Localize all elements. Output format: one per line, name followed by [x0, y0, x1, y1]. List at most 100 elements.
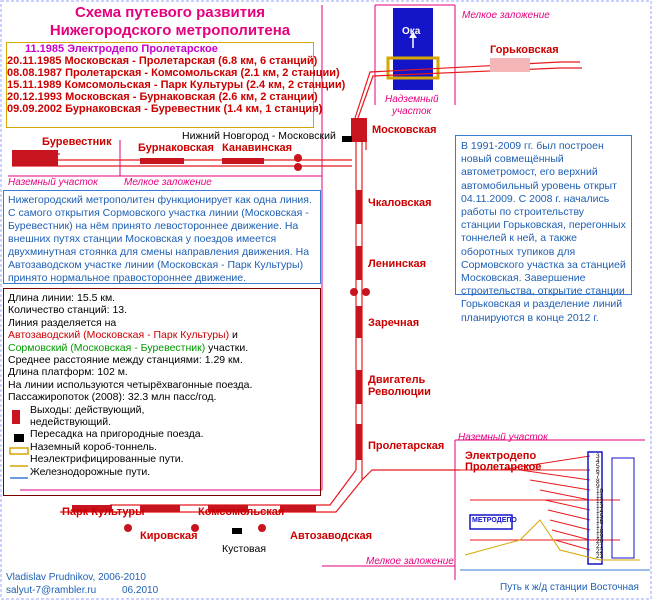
- chronology-box: 11.1985 Электродепо Пролетарское 20.11.1…: [6, 42, 346, 128]
- label-nazemny-left: Наземный участок: [8, 177, 98, 188]
- bridge-note: В 1991-2009 гг. был построен новый совме…: [455, 135, 632, 324]
- station-burnakovskaya-block: [140, 158, 184, 164]
- chronology-item: 15.11.1989 Комсомольская - Парк Культуры…: [7, 79, 346, 91]
- station-komsomolskaya-block: [208, 505, 248, 512]
- title-line-1: Схема путевого развития: [74, 4, 266, 21]
- avtozavod-section: Автозаводский (Московская - Парк Культур…: [8, 329, 230, 342]
- station-label-chkalovskaya: Чкаловская: [368, 197, 432, 209]
- label-depot-1: Электродепо: [465, 450, 537, 462]
- depot-track-number: 20: [596, 538, 604, 545]
- depot-track-number: 12: [596, 498, 604, 505]
- depot-track-number: 17: [596, 523, 604, 530]
- credits-email[interactable]: salyut-7@rambler.ru: [6, 585, 97, 596]
- chronology-item: 20.12.1993 Московская - Бурнаковская (2.…: [7, 91, 318, 103]
- legend-box-tunnel: Наземный короб-тоннель.: [30, 440, 158, 453]
- line-description: Нижегородский метрополитен функционирует…: [3, 190, 321, 284]
- diagram-title: Схема путевого развития Нижегородского м…: [45, 4, 295, 40]
- gorkovskaya-platform: [490, 58, 530, 72]
- legend-nonelectric: Неэлектрифицированные пути.: [30, 453, 184, 466]
- main-line-tracks: [60, 120, 460, 513]
- stat-platform-length: Длина платформ: 102 м.: [8, 366, 128, 379]
- bridge-note-text: В 1991-2009 гг. был построен новый совме…: [461, 140, 626, 324]
- depot-track-number: 19: [596, 533, 604, 540]
- stat-divided: Линия разделяется на: [8, 316, 117, 329]
- sormovo-section: Сормовский (Московская - Буревестник): [8, 341, 206, 354]
- label-kustovaya: Кустовая: [222, 543, 267, 555]
- depot-track-number: 7: [596, 473, 600, 480]
- stat-sections-line-2: Сормовский (Московская - Буревестник) уч…: [8, 342, 316, 354]
- title-line-2: Нижегородского метрополитена: [49, 22, 291, 39]
- label-melkoe-bottom: Мелкое заложение: [366, 556, 454, 567]
- gorkovskaya-branch: [354, 61, 582, 119]
- and-text: и: [229, 329, 238, 342]
- station-label-avtozavodskaya: Автозаводская: [290, 530, 373, 542]
- stat-sections-line-1: Автозаводский (Московская - Парк Культур…: [8, 329, 316, 341]
- oka-arrowhead-icon: [409, 32, 417, 38]
- station-label-komsomolskaya: Комсомольская: [198, 506, 285, 518]
- legend-exits-2: недействующий.: [30, 416, 112, 429]
- chronology-item: 11.1985 Электродепо Пролетарское: [25, 43, 218, 55]
- stat-stations: Количество станций: 13.: [8, 304, 128, 317]
- station-label-kanavinskaya: Канавинская: [222, 142, 293, 154]
- station-dvigatel-block: [356, 370, 362, 404]
- depot-track-number: 3: [596, 453, 600, 460]
- station-label-burevestnik: Буревестник: [42, 136, 112, 148]
- stat-length: Длина линии: 15.5 км.: [8, 292, 116, 304]
- legend-exits: Выходы: действующий,: [30, 403, 145, 416]
- legend-symbols: [9, 410, 29, 479]
- chronology-item: 09.09.2002 Бурнаковская - Буревестник (1…: [7, 103, 323, 115]
- station-label-gorkovskaya: Горьковская: [490, 44, 559, 56]
- label-depot-2: Пролетарское: [465, 461, 542, 473]
- depot-track-number: 6: [596, 468, 600, 475]
- station-proletarskaya-block: [356, 424, 362, 460]
- label-melkoe-top: Мелкое заложение: [462, 10, 550, 21]
- depot-track-number: 16: [596, 518, 604, 525]
- stats-and-legend: Длина линии: 15.5 км. Количество станций…: [3, 288, 321, 496]
- station-zarechnaya-block: [356, 306, 362, 338]
- train-icon-moskovsky: [342, 136, 352, 142]
- label-nadzemny-1: Надземный: [385, 94, 439, 105]
- sections-suffix: участки.: [205, 341, 249, 354]
- stat-avg-distance: Среднее расстояние между станциями: 1.29…: [8, 354, 243, 367]
- depot-track-number: 11: [596, 493, 603, 500]
- stat-passengers: Пассажиропоток (2008): 32.3 млн пасс/год…: [8, 391, 217, 404]
- chronology-item: 20.11.1985 Московская - Пролетарская (6.…: [7, 55, 318, 67]
- station-kirovskaya-block: [140, 505, 180, 512]
- depot-track-number: 8: [596, 478, 600, 485]
- stat-trains: На линии используются четырёхвагонные по…: [8, 378, 253, 391]
- label-metrodepo: МЕТРОДЕПО: [472, 517, 517, 524]
- station-label-kirovskaya: Кировская: [140, 530, 198, 542]
- oka-river: [393, 8, 433, 90]
- depot-track-number: 13: [596, 503, 604, 510]
- station-label-moskovskaya: Московская: [372, 124, 437, 136]
- station-label-park-kultury: Парк Культуры: [62, 506, 145, 518]
- depot-track-numbers: 3 4 5 6 7 8 9 10 11 12 13 14 15 16 17 18…: [596, 453, 604, 560]
- depot-track-number: 10: [596, 488, 604, 495]
- label-melkoe-left: Мелкое заложение: [124, 177, 212, 188]
- legend-transfer: Пересадка на пригородные поезда.: [30, 428, 204, 441]
- label-nazemny-right: Наземный участок: [458, 432, 548, 443]
- label-way-vostochnaya: Путь к ж/д станции Восточная: [500, 582, 639, 593]
- station-chkalovskaya-block: [356, 190, 362, 224]
- station-park-kultury-block: [72, 505, 112, 512]
- credits-date: 06.2010: [122, 585, 159, 596]
- station-leninskaya-block: [356, 246, 362, 280]
- depot-track-number: 21: [596, 543, 604, 550]
- station-burevestnik-block: [12, 150, 58, 166]
- depot-track-number: 18: [596, 528, 604, 535]
- train-icon-kustovaya: [232, 528, 242, 534]
- depot-track-number: 5: [596, 463, 600, 470]
- chronology-item: 08.08.1987 Пролетарская - Комсомольская …: [7, 67, 340, 79]
- depot-track-number: 9: [596, 483, 600, 490]
- station-moskovskaya-block: [351, 118, 367, 142]
- station-label-dvigatel-2: Революции: [368, 386, 431, 398]
- depot-tracks: [460, 455, 620, 551]
- depot-track-number: 15: [596, 513, 604, 520]
- depot-track-number: 14: [596, 508, 604, 515]
- credits-author: Vladislav Prudnikov, 2006-2010: [6, 572, 146, 583]
- legend-railway: Железнодорожные пути.: [30, 465, 151, 478]
- station-label-leninskaya: Ленинская: [368, 258, 427, 270]
- depot-track-number: 4: [596, 458, 600, 465]
